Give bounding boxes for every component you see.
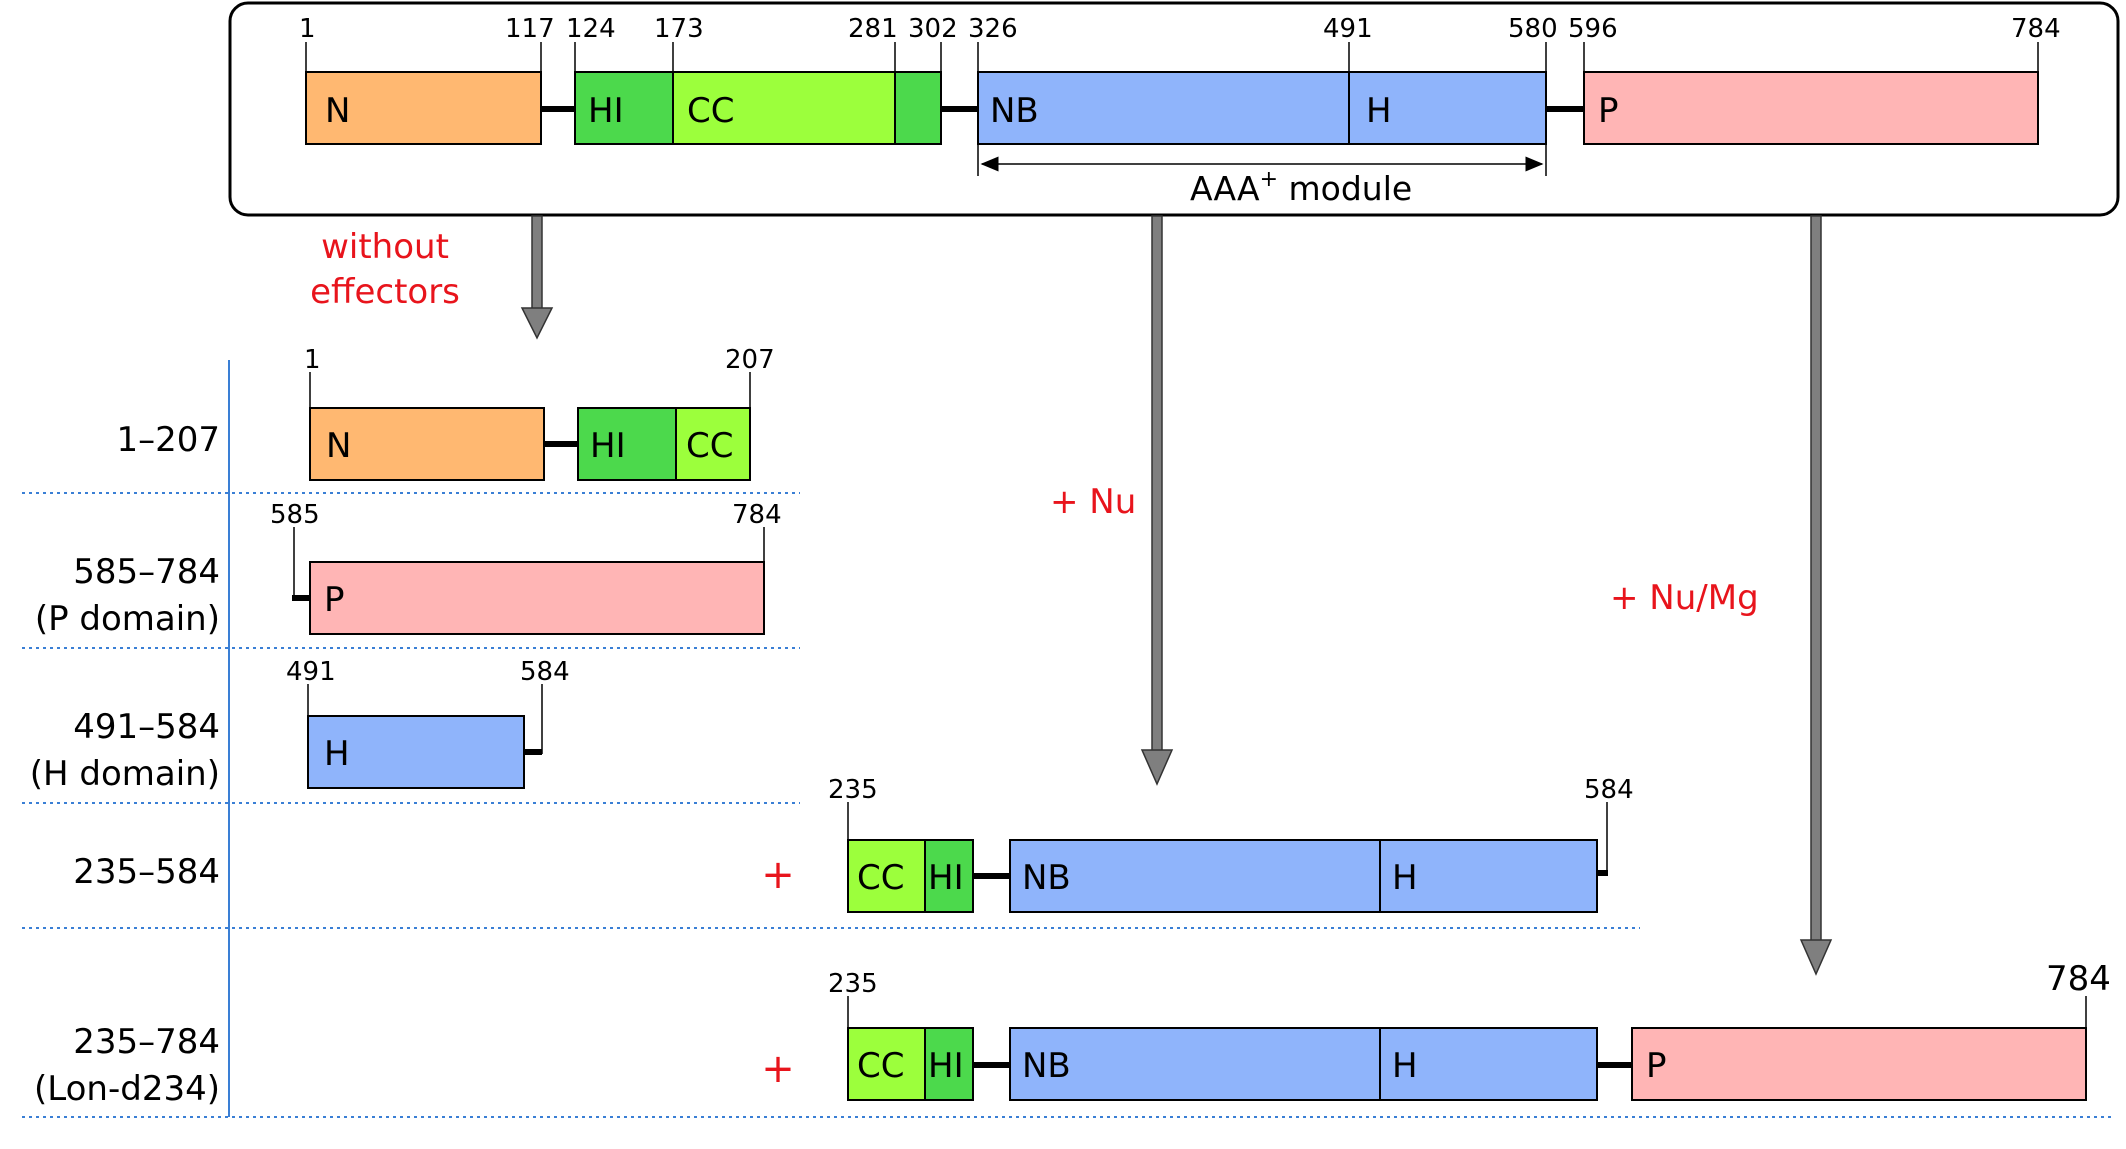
- domain-nb-label: NB: [1022, 858, 1071, 898]
- domain-nb-box: [1009, 1027, 1381, 1101]
- arrow-head-without-effectors: [520, 307, 554, 340]
- fragment-sublabel: (P domain): [35, 599, 220, 639]
- domain-h-label: H: [1392, 858, 1418, 898]
- arrow-shaft-nu-mg: [1810, 215, 1822, 945]
- end-position: 784: [732, 500, 782, 530]
- domain-hi-box: [577, 407, 677, 481]
- fragment-585-784: 585–784 (P domain) P 585 784: [35, 500, 782, 639]
- domain-h-label: H: [1366, 91, 1392, 131]
- domain-cc-label: CC: [857, 858, 904, 898]
- domain-hi-label: HI: [928, 1046, 964, 1086]
- end-position: 784: [2046, 959, 2111, 999]
- effector-arrows: without effectors + Nu + Nu/Mg: [310, 215, 1833, 976]
- domain-hi-label: HI: [588, 91, 624, 131]
- position-number: 117: [505, 14, 555, 44]
- domain-n-label: N: [326, 426, 351, 466]
- arrow-head-nu-mg: [1799, 939, 1833, 976]
- position-number: 596: [1568, 14, 1618, 44]
- position-number: 173: [654, 14, 704, 44]
- fragment-label: 235–784: [73, 1022, 220, 1062]
- fragment-label: 1–207: [116, 420, 220, 460]
- position-number: 124: [566, 14, 616, 44]
- domain-n-box: [305, 71, 542, 145]
- domain-h-box: [1348, 71, 1547, 145]
- domain-p-label: P: [1598, 91, 1619, 131]
- position-number: 491: [1323, 14, 1373, 44]
- arrow-shaft-nu: [1151, 215, 1163, 755]
- domain-p-label: P: [324, 580, 345, 620]
- domain-h-box: [1379, 839, 1598, 913]
- domain-cc-label: CC: [686, 426, 733, 466]
- domain-hi2-box: [894, 71, 942, 145]
- end-position: 584: [520, 657, 570, 687]
- full-protein-panel: N HI CC NB H P 1 117 124 173 281 302 326…: [228, 1, 2120, 217]
- domain-nb-box: [977, 71, 1350, 145]
- without-effectors-label-line2: effectors: [310, 272, 460, 312]
- fragment-label: 585–784: [73, 552, 220, 592]
- fragment-label: 491–584: [73, 707, 220, 747]
- fragment-sublabel: (H domain): [30, 754, 220, 794]
- domain-p-label: P: [1646, 1046, 1667, 1086]
- aaa-module-label: AAA+ module: [1190, 167, 1412, 208]
- domain-cc-label: CC: [857, 1046, 904, 1086]
- domain-cc-label: CC: [687, 91, 734, 131]
- activity-plus-sign: +: [761, 852, 795, 898]
- domain-p-box: [1583, 71, 2039, 145]
- position-number: 580: [1508, 14, 1558, 44]
- domain-h-box: [1379, 1027, 1598, 1101]
- fragment-label: 235–584: [73, 852, 220, 892]
- domain-n-box: [309, 407, 545, 481]
- start-position: 491: [286, 657, 336, 687]
- position-number: 326: [968, 14, 1018, 44]
- start-position: 585: [270, 500, 320, 530]
- nu-mg-effector-label: + Nu/Mg: [1610, 578, 1759, 618]
- domain-n-label: N: [325, 91, 350, 131]
- position-number: 784: [2011, 14, 2061, 44]
- domain-nb-box: [1009, 839, 1381, 913]
- domain-p-box: [309, 561, 765, 635]
- position-number: 281: [848, 14, 898, 44]
- start-position: 235: [828, 775, 878, 805]
- domain-hi-box: [924, 839, 974, 913]
- domain-cc-box: [675, 407, 751, 481]
- fragment-1-207: 1–207 N HI CC 1 207: [116, 345, 775, 481]
- domain-h-label: H: [1392, 1046, 1418, 1086]
- end-position: 584: [1584, 775, 1634, 805]
- start-position: 1: [304, 345, 321, 375]
- fragment-491-584: 491–584 (H domain) H 491 584: [30, 657, 570, 794]
- arrow-shaft-without-effectors: [531, 215, 543, 313]
- activity-plus-sign: +: [761, 1046, 795, 1092]
- domain-cc-box: [847, 839, 926, 913]
- domain-hi-box: [924, 1027, 974, 1101]
- end-position: 207: [725, 345, 775, 375]
- domain-h-label: H: [324, 734, 350, 774]
- fragment-sublabel: (Lon-d234): [34, 1069, 220, 1109]
- position-number: 302: [908, 14, 958, 44]
- domain-hi-label: HI: [928, 858, 964, 898]
- domain-nb-label: NB: [1022, 1046, 1071, 1086]
- nu-effector-label: + Nu: [1050, 482, 1136, 522]
- domain-hi-label: HI: [590, 426, 626, 466]
- arrow-head-nu: [1140, 749, 1174, 786]
- start-position: 235: [828, 969, 878, 999]
- fragment-235-784: 235–784 (Lon-d234) + CC HI NB H P 235 78…: [34, 959, 2111, 1109]
- domain-h-box: [307, 715, 525, 789]
- domain-p-box: [1631, 1027, 2087, 1101]
- domain-nb-label: NB: [990, 91, 1039, 131]
- without-effectors-label-line1: without: [321, 227, 449, 267]
- fragment-235-584: 235–584 + CC HI NB H 235 584: [73, 775, 1634, 913]
- position-number: 1: [299, 14, 316, 44]
